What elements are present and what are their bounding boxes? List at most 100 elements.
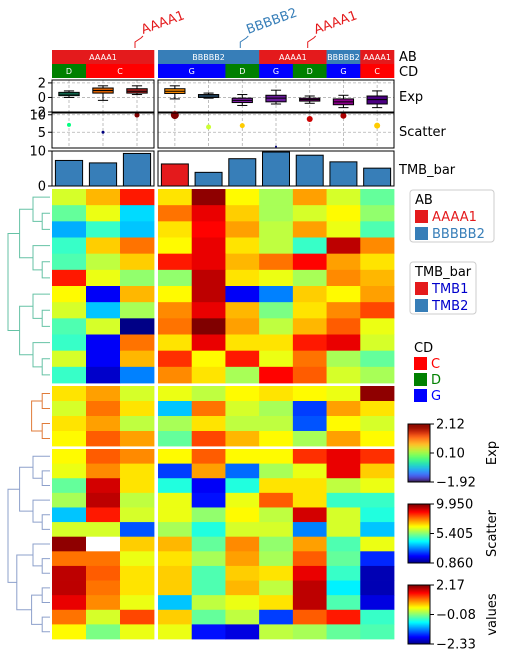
colorbar-segment <box>408 592 430 595</box>
colorbar-segment <box>408 444 430 446</box>
colorbar-segment <box>408 594 430 597</box>
heatmap-cell <box>191 416 226 432</box>
heatmap-cell <box>158 302 193 319</box>
ab-legend-frame <box>409 189 495 243</box>
heatmap-cell <box>86 302 121 319</box>
heatmap-cell <box>191 492 226 508</box>
colorbar-segment <box>408 472 430 474</box>
heatmap-cell <box>292 551 327 567</box>
heatmap-cell <box>326 350 361 368</box>
colorbar-segment <box>408 624 430 626</box>
heatmap-cell <box>191 507 226 523</box>
tmb-bar <box>363 167 392 187</box>
cd-cell <box>191 64 226 78</box>
heatmap-cell <box>52 269 87 287</box>
heatmap-cell <box>86 221 121 238</box>
heatmap-cell <box>86 449 121 465</box>
heatmap-cell <box>191 205 226 222</box>
colorbar-segment <box>408 452 430 454</box>
dendrogram-branch <box>16 554 33 611</box>
heatmap-cell <box>326 221 361 238</box>
heatmap-cell <box>158 431 193 447</box>
heatmap-cell <box>259 416 294 432</box>
heatmap-cell <box>225 269 260 287</box>
exp-tick-label: 2 <box>38 76 46 91</box>
dendrogram-branch <box>31 594 43 625</box>
heatmap-cell <box>360 350 395 368</box>
colorbar-segment <box>408 475 430 477</box>
heatmap-cell <box>225 580 260 596</box>
cd-cell <box>225 64 260 78</box>
heatmap-cell <box>158 253 193 271</box>
colorbar-segment <box>408 540 430 542</box>
colorbar-segment <box>408 542 430 544</box>
colorbar-segment <box>408 627 430 629</box>
tmb-bar <box>54 159 84 187</box>
colorbar-segment <box>408 433 430 436</box>
heatmap-cell <box>158 416 193 432</box>
heatmap-cell <box>225 478 260 494</box>
dendrogram-branch <box>32 455 50 479</box>
heatmap-cell <box>360 595 395 611</box>
colorbar-segment <box>408 547 430 549</box>
heatmap-cell <box>326 536 361 552</box>
heatmap-cell <box>158 492 193 508</box>
heatmap-cell <box>86 318 121 335</box>
heatmap-cell <box>360 463 395 479</box>
heatmap-cell <box>292 492 327 508</box>
heatmap-cell <box>158 286 193 303</box>
colorbar-segment <box>408 621 430 623</box>
heatmap-cell <box>120 286 155 303</box>
heatmap-cell <box>225 237 260 255</box>
colorbar-segment <box>408 471 430 473</box>
ab-legend-swatch <box>415 227 428 240</box>
ab-legend-item-label: AAAA1 <box>432 210 477 225</box>
colorbar-segment <box>408 548 430 550</box>
colorbar-segment <box>408 598 430 601</box>
tmb-bar <box>160 163 189 187</box>
dendrogram-branch <box>41 309 50 327</box>
heatmap-cell <box>225 302 260 319</box>
colorbar-segment <box>408 506 430 509</box>
colorbar-segment <box>408 586 430 589</box>
heatmap-cell <box>259 431 294 447</box>
tmb-bar <box>88 162 118 187</box>
heatmap-cell <box>158 565 193 581</box>
heatmap-cell <box>86 350 121 368</box>
dendrogram-branch <box>41 470 50 487</box>
heatmap-cell <box>225 334 260 352</box>
colorbar-segment <box>408 589 430 592</box>
dendrogram-branch <box>32 196 50 222</box>
heatmap-cell <box>86 580 121 596</box>
heatmap-cell <box>191 269 226 287</box>
colorbar-segment <box>408 523 430 526</box>
heatmap-cell <box>225 366 260 384</box>
colorbar-segment <box>408 454 430 457</box>
callout-line <box>239 35 249 48</box>
heatmap-cell <box>191 366 226 384</box>
cd-cell <box>259 64 294 78</box>
heatmap-cell <box>259 463 294 479</box>
colorbar-segment <box>408 631 430 633</box>
cd-cell-label: G <box>273 67 279 76</box>
colorbar-segment <box>408 597 430 600</box>
colorbar-segment <box>408 479 430 481</box>
heatmap-cell <box>326 318 361 335</box>
heatmap-cell <box>52 286 87 303</box>
colorbar-segment <box>408 507 430 510</box>
colorbar-segment <box>408 585 430 587</box>
ab-cell-label: BBBBB2 <box>327 53 360 62</box>
colorbar-segment <box>408 478 430 480</box>
callout-label: AAAA1 <box>139 8 186 37</box>
colorbar-segment <box>408 521 430 524</box>
colorbar-segment <box>408 529 430 532</box>
colorbar-segment <box>408 622 430 624</box>
heatmap-cell <box>52 334 87 352</box>
colorbar-segment <box>408 448 430 450</box>
heatmap-cell <box>158 522 193 538</box>
colorbar-segment <box>408 545 430 547</box>
heatmap-cell <box>52 401 87 417</box>
tmb-legend-title: TMB_bar <box>414 265 472 280</box>
